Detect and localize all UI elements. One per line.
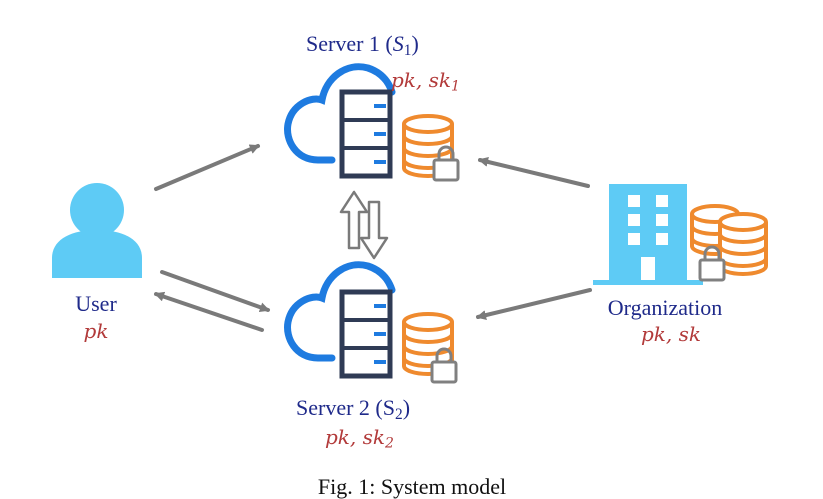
arrow-org-to-server2 bbox=[476, 288, 592, 320]
server-1-key: pk, sk1 bbox=[391, 68, 460, 95]
server-1-group bbox=[284, 63, 460, 182]
arrow-user-to-server2 bbox=[160, 270, 270, 313]
arrow-user-to-server1 bbox=[154, 144, 260, 191]
cloud-icon bbox=[284, 63, 396, 164]
system-model-diagram bbox=[52, 63, 768, 384]
server-2-label: Server 2 (S2) bbox=[296, 395, 411, 423]
server-2-key: pk, sk2 bbox=[325, 425, 394, 452]
user-icon bbox=[52, 183, 142, 278]
server-rack-icon bbox=[339, 89, 393, 179]
user-label: User bbox=[75, 291, 117, 316]
cloud-icon bbox=[284, 261, 396, 362]
lock-icon bbox=[698, 245, 726, 282]
organization-key: pk, sk bbox=[640, 322, 702, 346]
bidirectional-arrow-icon bbox=[339, 190, 389, 260]
database-icon bbox=[718, 212, 768, 276]
building-icon bbox=[593, 184, 703, 285]
lock-icon bbox=[432, 145, 460, 182]
server-1-label: Server 1 (S1) bbox=[306, 31, 419, 59]
server-2-group bbox=[284, 261, 458, 384]
server-rack-icon bbox=[339, 289, 393, 379]
organization-label: Organization bbox=[607, 295, 723, 320]
arrow-server2-to-user bbox=[154, 291, 264, 332]
lock-icon bbox=[430, 347, 458, 384]
user-key: pk bbox=[83, 319, 109, 343]
figure-caption: Fig. 1: System model bbox=[317, 474, 507, 499]
arrow-org-to-server1 bbox=[478, 157, 590, 188]
